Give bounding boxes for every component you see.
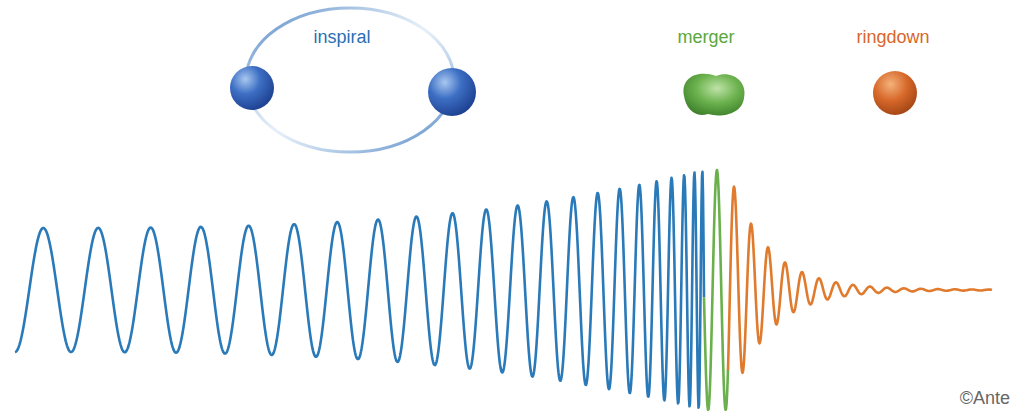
phase-label: ringdown [856,27,929,49]
copyright-note: ©Ante [960,388,1010,410]
orbit-ellipse [246,8,454,152]
black-hole [428,68,476,116]
inspiral-wave [15,172,704,408]
phase-label: merger [677,27,734,49]
black-hole [230,66,274,110]
ringdown-wave [728,187,992,373]
merged-blob [683,74,744,116]
phase-label: inspiral [313,27,370,49]
merger-wave [704,170,728,410]
remnant-black-hole [873,71,917,115]
